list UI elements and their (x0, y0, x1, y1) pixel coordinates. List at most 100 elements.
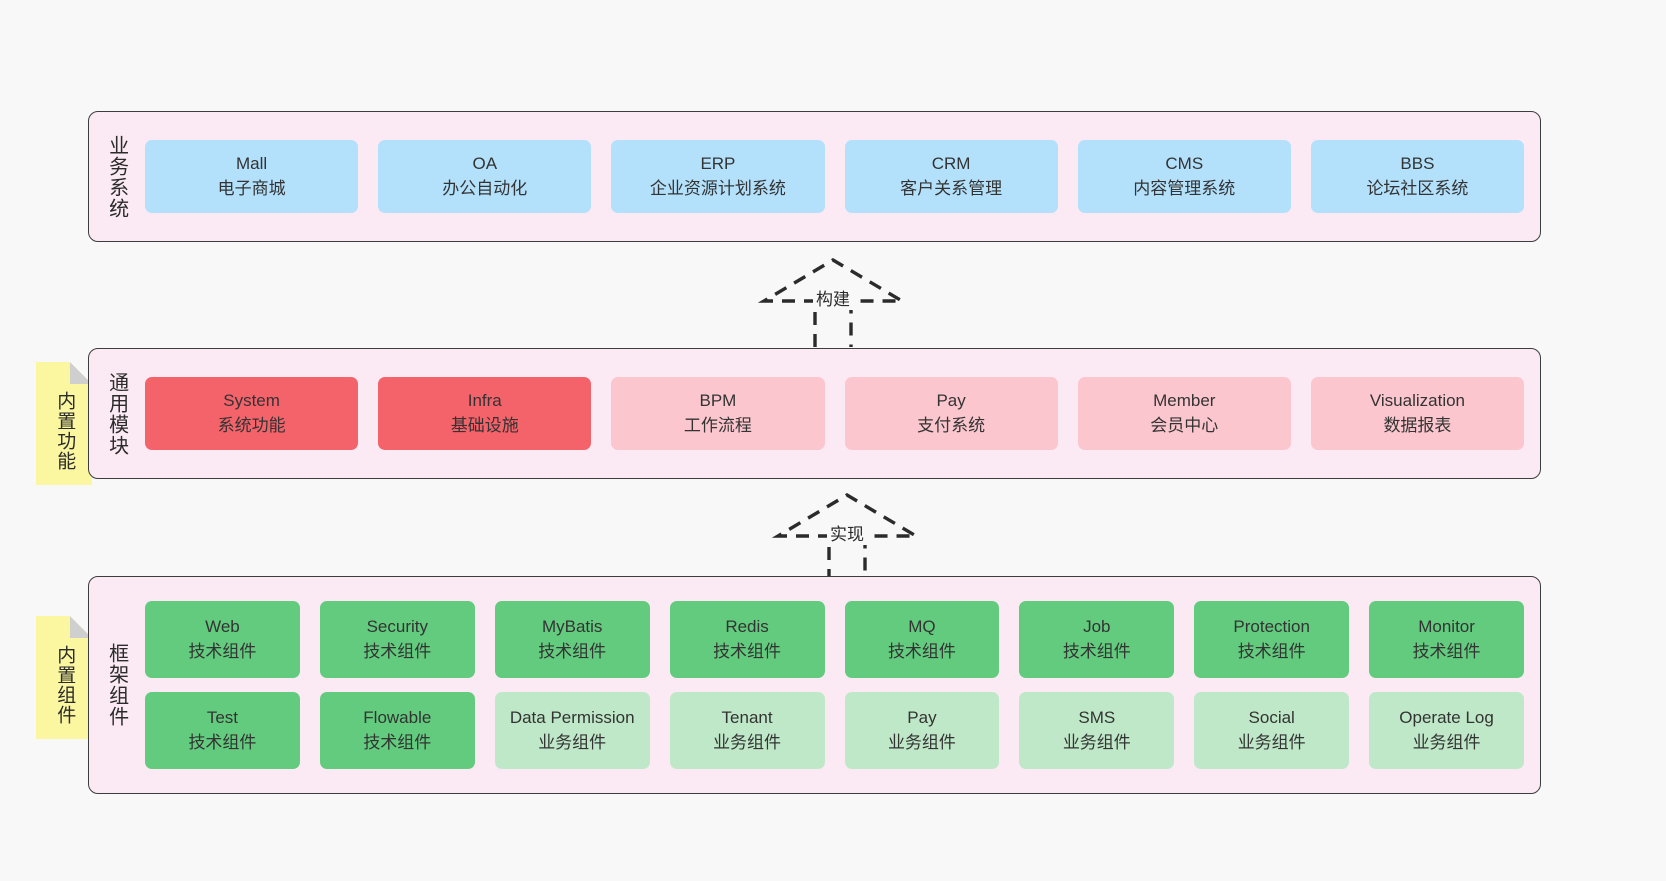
layer-framework-component[interactable]: 框架组件 Web 技术组件 Security 技术组件 MyBatis 技术组件… (88, 576, 1541, 794)
box-subtitle: 业务组件 (713, 732, 782, 752)
box-title: MQ (908, 617, 936, 637)
box-subtitle: 技术组件 (363, 732, 432, 752)
box-subtitle: 技术组件 (1237, 641, 1306, 661)
box-title: Pay (936, 391, 966, 411)
layer-common-module[interactable]: 通用模块 System 系统功能 Infra 基础设施 BPM 工作流程 Pay… (88, 348, 1541, 479)
box-subtitle: 技术组件 (363, 641, 432, 661)
box-title: System (223, 391, 280, 411)
box-subtitle: 电子商城 (217, 178, 286, 198)
box-subtitle: 数据报表 (1383, 415, 1452, 435)
box-title: Social (1248, 708, 1295, 728)
box-visualization[interactable]: Visualization 数据报表 (1310, 377, 1525, 450)
box-title: Test (206, 708, 239, 728)
box-flowable[interactable]: Flowable 技术组件 (319, 692, 475, 769)
box-tenant[interactable]: Tenant 业务组件 (669, 692, 825, 769)
box-subtitle: 内容管理系统 (1133, 178, 1236, 198)
box-subtitle: 客户关系管理 (900, 178, 1003, 198)
box-pay[interactable]: Pay 支付系统 (844, 377, 1058, 450)
box-bpm[interactable]: BPM 工作流程 (611, 377, 825, 450)
box-infra[interactable]: Infra 基础设施 (378, 377, 592, 450)
box-protection[interactable]: Protection 技术组件 (1194, 601, 1350, 678)
box-title: Member (1153, 391, 1216, 411)
box-title: Visualization (1369, 391, 1466, 411)
arrow-implement-label: 实现 (827, 520, 867, 545)
layer-row: Mall 电子商城 OA 办公自动化 ERP 企业资源计划系统 CRM 客户关系… (145, 140, 1525, 213)
arrow-implement: 实现 (771, 490, 923, 582)
box-subtitle: 业务组件 (1237, 732, 1306, 752)
box-cms[interactable]: CMS 内容管理系统 (1077, 140, 1291, 213)
arrow-build: 构建 (757, 255, 909, 347)
box-monitor[interactable]: Monitor 技术组件 (1369, 601, 1524, 678)
box-title: CMS (1165, 154, 1204, 174)
box-subtitle: 支付系统 (917, 415, 986, 435)
box-test[interactable]: Test 技术组件 (145, 692, 300, 769)
box-title: Flowable (363, 708, 432, 728)
box-subtitle: 技术组件 (1062, 641, 1131, 661)
box-subtitle: 技术组件 (188, 641, 257, 661)
box-subtitle: 业务组件 (538, 732, 607, 752)
box-subtitle: 技术组件 (538, 641, 607, 661)
note-label: 内置功能 (54, 390, 76, 471)
layer-body-framework: Web 技术组件 Security 技术组件 MyBatis 技术组件 Redi… (143, 577, 1540, 793)
box-social[interactable]: Social 业务组件 (1194, 692, 1350, 769)
box-job[interactable]: Job 技术组件 (1019, 601, 1175, 678)
box-title: BPM (699, 391, 737, 411)
layer-row: Test 技术组件 Flowable 技术组件 Data Permission … (145, 692, 1524, 769)
box-title: Redis (725, 617, 769, 637)
box-title: Monitor (1418, 617, 1475, 637)
box-data-permission[interactable]: Data Permission 业务组件 (494, 692, 650, 769)
box-pay-component[interactable]: Pay 业务组件 (844, 692, 1000, 769)
box-subtitle: 业务组件 (887, 732, 956, 752)
box-title: CRM (931, 154, 971, 174)
box-subtitle: 业务组件 (1062, 732, 1131, 752)
box-oa[interactable]: OA 办公自动化 (378, 140, 592, 213)
note-label: 内置组件 (54, 644, 76, 725)
box-bbs[interactable]: BBS 论坛社区系统 (1310, 140, 1525, 213)
box-subtitle: 系统功能 (217, 415, 286, 435)
box-security[interactable]: Security 技术组件 (319, 601, 475, 678)
box-subtitle: 基础设施 (450, 415, 519, 435)
box-web[interactable]: Web 技术组件 (145, 601, 300, 678)
box-subtitle: 办公自动化 (442, 178, 528, 198)
box-subtitle: 技术组件 (1412, 641, 1481, 661)
box-title: Pay (907, 708, 937, 728)
box-sms[interactable]: SMS 业务组件 (1019, 692, 1175, 769)
box-title: Operate Log (1399, 708, 1494, 728)
box-title: SMS (1078, 708, 1116, 728)
box-title: Protection (1233, 617, 1310, 637)
box-title: MyBatis (541, 617, 603, 637)
box-subtitle: 技术组件 (188, 732, 257, 752)
layer-body-business: Mall 电子商城 OA 办公自动化 ERP 企业资源计划系统 CRM 客户关系… (143, 112, 1540, 241)
box-subtitle: 企业资源计划系统 (649, 178, 786, 198)
box-title: Tenant (721, 708, 773, 728)
box-title: Job (1083, 617, 1111, 637)
box-crm[interactable]: CRM 客户关系管理 (844, 140, 1058, 213)
box-redis[interactable]: Redis 技术组件 (669, 601, 825, 678)
box-title: BBS (1400, 154, 1435, 174)
arrow-build-label: 构建 (813, 285, 853, 310)
box-subtitle: 会员中心 (1150, 415, 1219, 435)
box-subtitle: 技术组件 (887, 641, 956, 661)
box-mall[interactable]: Mall 电子商城 (145, 140, 359, 213)
box-member[interactable]: Member 会员中心 (1077, 377, 1291, 450)
box-mq[interactable]: MQ 技术组件 (844, 601, 1000, 678)
note-builtin-function[interactable]: 内置功能 (36, 362, 92, 485)
layer-title-common: 通用模块 (105, 371, 128, 456)
box-operate-log[interactable]: Operate Log 业务组件 (1369, 692, 1524, 769)
box-title: Data Permission (509, 708, 635, 728)
box-system[interactable]: System 系统功能 (145, 377, 359, 450)
box-erp[interactable]: ERP 企业资源计划系统 (611, 140, 825, 213)
box-title: Web (205, 617, 240, 637)
box-mybatis[interactable]: MyBatis 技术组件 (494, 601, 650, 678)
layer-row: Web 技术组件 Security 技术组件 MyBatis 技术组件 Redi… (145, 601, 1524, 678)
box-subtitle: 论坛社区系统 (1366, 178, 1469, 198)
box-title: ERP (700, 154, 736, 174)
layer-business-system[interactable]: 业务系统 Mall 电子商城 OA 办公自动化 ERP 企业资源计划系统 CRM… (88, 111, 1541, 242)
note-builtin-component[interactable]: 内置组件 (36, 616, 92, 739)
box-subtitle: 技术组件 (713, 641, 782, 661)
box-title: Security (366, 617, 429, 637)
box-subtitle: 业务组件 (1412, 732, 1481, 752)
layer-title-framework: 框架组件 (105, 643, 128, 727)
box-title: Mall (236, 154, 268, 174)
